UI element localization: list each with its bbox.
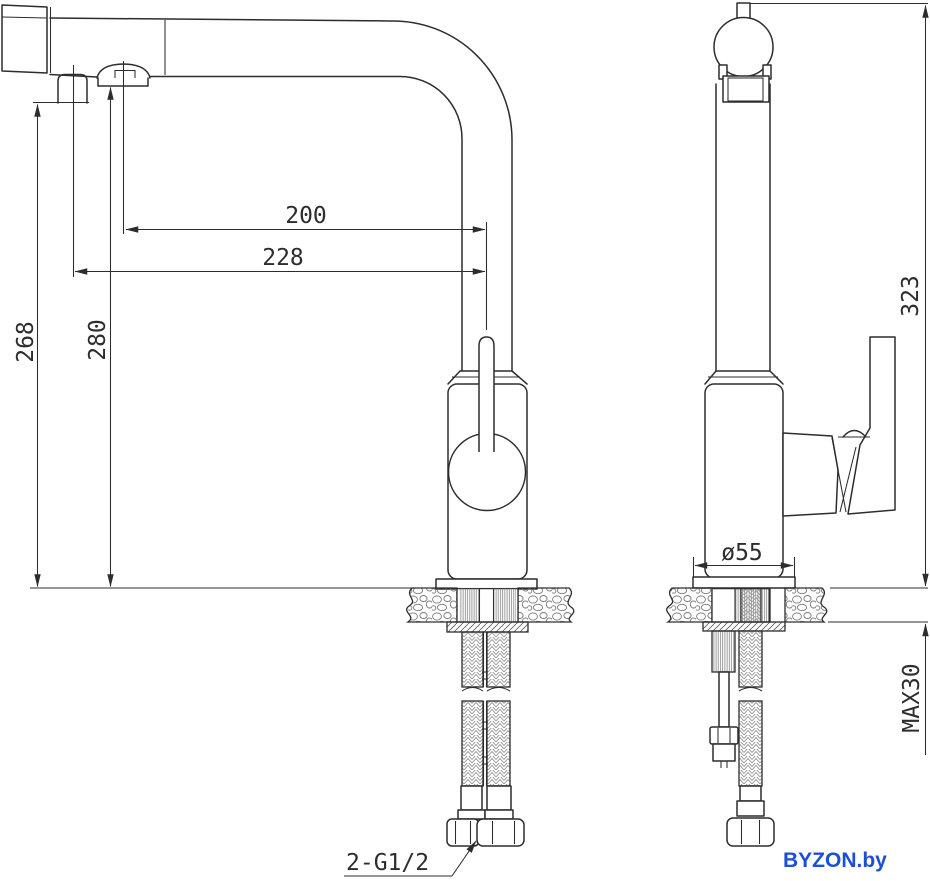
dim-label-323: 323 [898, 275, 924, 317]
filter-nozzle [57, 73, 88, 104]
dim-label-d55: ø55 [721, 540, 763, 566]
hose-fitting [460, 785, 483, 811]
hex-nut [476, 818, 525, 847]
reference-lines [30, 2, 928, 623]
dim-label-280: 280 [85, 319, 111, 361]
side-lever-rod [478, 336, 495, 452]
handle-dome-cap [842, 429, 867, 438]
front-column [715, 83, 771, 372]
aerator-cap [1, 4, 52, 74]
hose-ferrule [457, 809, 486, 820]
spout-clamp [718, 64, 772, 103]
hose-fitting [486, 785, 512, 811]
watermark-byzon: BYZON.by [783, 849, 887, 872]
dim-label-200: 200 [285, 203, 327, 229]
dimension-total-reach: 228 [74, 245, 486, 275]
dimension-overall-height: 323 [898, 4, 929, 587]
front-body-collar [704, 370, 784, 385]
front-mounting-stud [709, 630, 739, 768]
dimension-outlet-height: 268 [13, 103, 41, 588]
side-center-stud [482, 632, 488, 786]
spout-tip-tab [736, 2, 751, 20]
dimension-underside-height: 280 [85, 86, 114, 588]
dim-label-268: 268 [13, 321, 39, 363]
side-mounting-washer [446, 621, 529, 633]
front-view [665, 2, 896, 847]
front-hose [726, 630, 775, 847]
dimension-base-diameter: ø55 [694, 540, 794, 569]
connection-label: 2-G1/2 [344, 840, 477, 877]
front-countertop [665, 587, 828, 623]
front-base-flange [692, 576, 796, 589]
hose-ferrule [484, 809, 514, 820]
label-2-g12: 2-G1/2 [346, 850, 429, 876]
front-shank [711, 587, 771, 623]
hex-nut [446, 818, 480, 847]
handle-lever [847, 336, 896, 515]
dimension-max-mount: MAX30 [899, 623, 929, 755]
handle-hinge-lines [831, 437, 857, 513]
front-handle-assembly [782, 336, 896, 517]
hose-fitting [739, 785, 762, 802]
dim-label-228: 228 [262, 245, 304, 271]
side-view [1, 4, 575, 847]
dimensions: 200 228 268 280 323 MAX30 ø55 [13, 4, 929, 877]
side-hoses [446, 631, 525, 847]
dimension-reach: 200 [125, 203, 486, 233]
hex-nut [726, 817, 775, 847]
side-countertop [405, 587, 575, 623]
dim-label-max30: MAX30 [899, 663, 925, 732]
valve-housing [782, 432, 839, 517]
side-shank [456, 587, 519, 623]
hose-ferrule [736, 800, 765, 817]
front-mounting-washer [702, 621, 786, 632]
